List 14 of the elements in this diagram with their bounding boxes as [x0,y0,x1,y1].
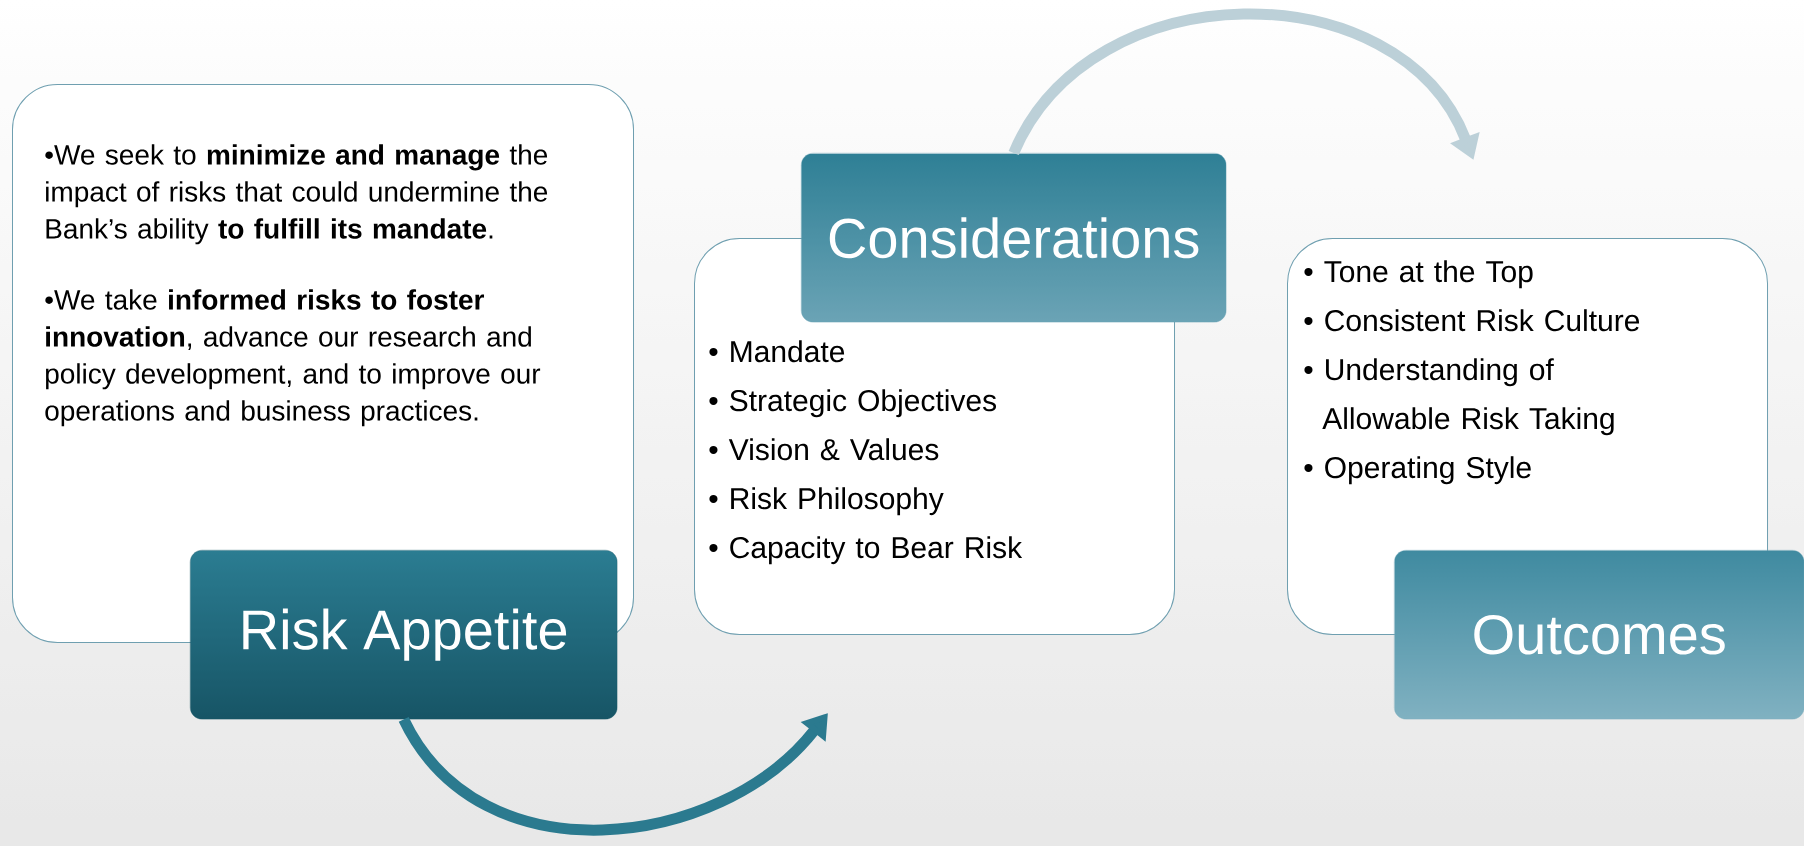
bullet-paragraph: •We seek to minimize and manage the impact of risks that could undermine the Bank’s ability to fulfill its mandate. [45,144,548,245]
title-tab: Outcomes [1394,550,1804,720]
bullet-item: • Risk Philosophy [709,487,944,516]
bullet-item: • Tone at the Top [1304,260,1533,289]
bullet-paragraph: •We take informed risks to foster innovation, advance our research and policy development, and to improve our operations and business practices. [45,289,541,427]
bullet-item: • Mandate [709,340,845,363]
bullet-item: • Consistent Risk Culture [1304,309,1640,332]
bullet-item: • Operating Style [1304,456,1531,485]
bullet-item: • Understanding of Allowable Risk Taking [1304,358,1614,436]
bullet-item: • Vision & Values [709,438,939,461]
title-tab: Considerations [801,153,1227,323]
bullet-item: • Capacity to Bear Risk [709,536,1023,565]
bullet-item: • Strategic Objectives [709,389,996,418]
title-tab: Risk Appetite [190,550,618,720]
